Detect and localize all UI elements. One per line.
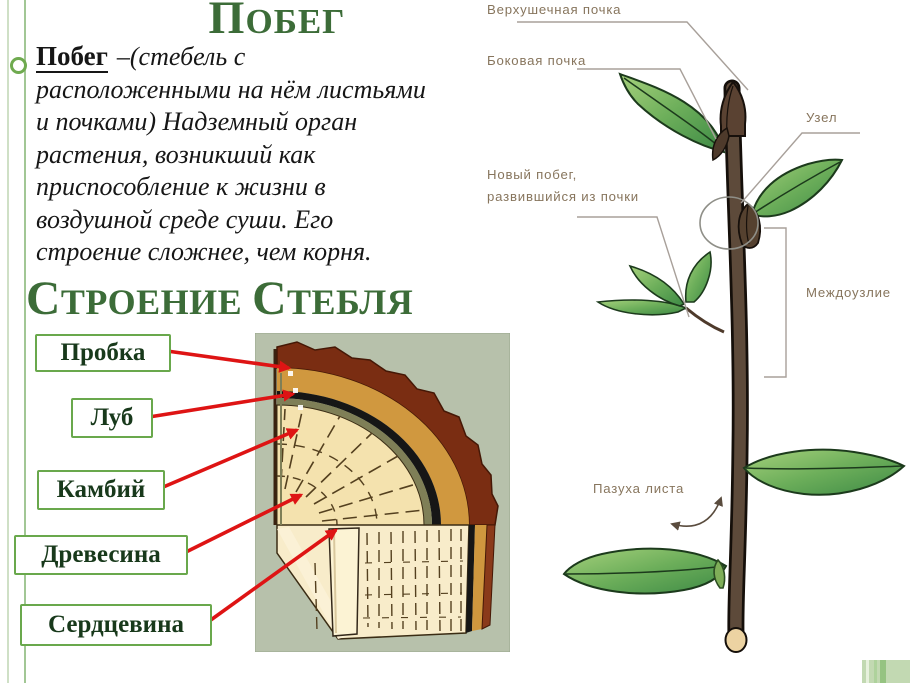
leaf-midrib	[745, 465, 903, 470]
node-circle	[699, 196, 759, 250]
section-title-word: Строение	[26, 273, 243, 325]
slide-title: Побег	[0, 0, 512, 48]
definition-start: –(стебель с	[116, 42, 246, 71]
leaf-lower-right	[742, 448, 906, 496]
label-new-shoot-line1: Новый побег,	[487, 167, 577, 182]
label-text: Луб	[90, 404, 134, 431]
new-shoot-leaf	[684, 250, 712, 303]
definition-line: воздушной среде суши. Его	[36, 204, 334, 234]
label-leaf-axil: Пазуха листа	[593, 481, 684, 496]
wood-horizontal-grain	[362, 560, 464, 619]
side-dark-stripe	[466, 525, 475, 633]
new-shoot-leaf	[628, 264, 686, 307]
label-box-wood: Древесина	[14, 535, 188, 575]
label-apical-bud: Верхушечная почка	[487, 2, 621, 17]
marker-dots	[288, 371, 303, 410]
definition-line: растения, возникший как	[36, 139, 316, 169]
corner-stripe	[866, 660, 869, 683]
node-bud	[737, 202, 761, 249]
label-text: Камбий	[56, 476, 146, 503]
side-bark-stripe	[481, 524, 496, 630]
label-text: Сердцевина	[48, 611, 184, 638]
lateral-bud	[711, 126, 730, 162]
corner-stripe	[874, 660, 877, 683]
label-node: Узел	[806, 110, 837, 125]
new-shoot-stem	[685, 306, 725, 334]
section-title: Строениестебля	[26, 272, 486, 329]
callout-lines	[517, 21, 860, 378]
label-lateral-bud: Боковая почка	[487, 53, 586, 68]
bullet-icon	[10, 57, 27, 74]
section-title-word: стебля	[252, 273, 414, 325]
shoot-diagram: Верхушечная почка Боковая почка Узел Нов…	[487, 2, 906, 653]
side-bast-stripe	[472, 525, 487, 631]
slide-title-text: Побег	[208, 0, 346, 43]
leaf-midrib	[753, 161, 841, 214]
axil-bud	[713, 558, 726, 589]
definition-line: приспособление к жизни в	[36, 172, 326, 201]
term-text: Побег	[36, 41, 108, 73]
leaf-midrib	[565, 565, 725, 575]
definition-line: расположенными на нём листьями	[36, 74, 426, 104]
leaf-axil-arrow	[670, 496, 723, 531]
label-text: Древесина	[41, 541, 161, 568]
corner-stripe	[880, 660, 886, 683]
definition-line: и почками) Надземный орган	[36, 107, 358, 136]
leaf-lower-left	[562, 547, 728, 595]
stem-cut-end	[724, 627, 748, 653]
intro-paragraph: Побег –(стебель с расположенными на нём л…	[36, 40, 448, 269]
label-text: Пробка	[60, 339, 146, 366]
definition-line: строение сложнее, чем корня.	[36, 237, 372, 266]
label-new-shoot-line2: развившийся из почки	[487, 189, 639, 204]
label-box-cork: Пробка	[35, 334, 171, 372]
stem	[726, 82, 747, 642]
left-border-line-outer	[7, 0, 9, 683]
label-box-bast: Луб	[71, 398, 153, 438]
bast-layer	[277, 368, 469, 525]
label-box-pith: Сердцевина	[20, 604, 212, 646]
new-shoot-leaf	[595, 299, 688, 316]
wood-top-face	[276, 404, 425, 526]
corner-decoration	[862, 660, 910, 683]
label-internode: Междоузлие	[806, 285, 891, 300]
label-box-cambium: Камбий	[37, 470, 165, 510]
left-border-line-inner	[24, 0, 26, 683]
